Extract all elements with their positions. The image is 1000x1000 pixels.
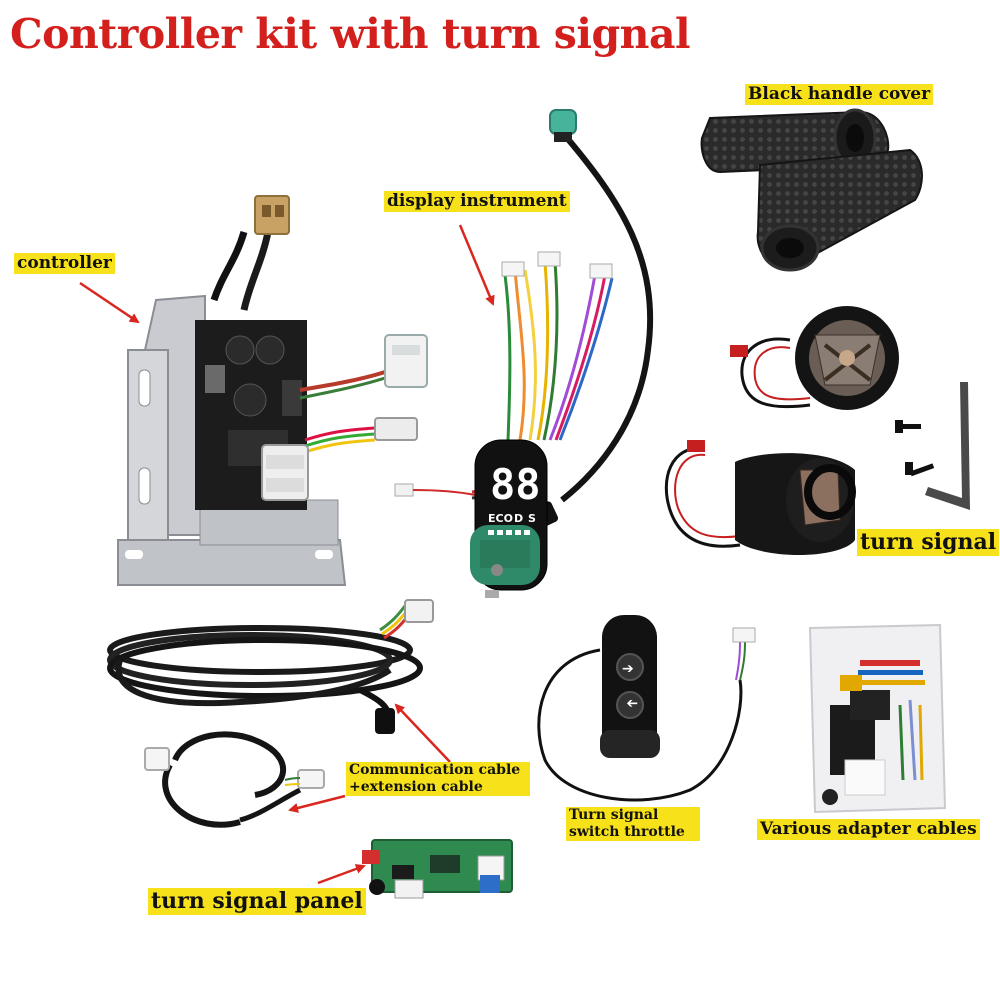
display-instrument: 88 ECO D S <box>394 109 654 598</box>
turn-signal-panel-board <box>362 839 513 899</box>
annotation-arrows <box>79 224 495 885</box>
turn-signal-light-front <box>730 306 899 410</box>
black-handle-cover <box>700 108 923 272</box>
label-display-instrument: display instrument <box>384 191 570 212</box>
display-digits: 88 <box>490 460 541 509</box>
arrow-display-instrument <box>458 224 495 306</box>
label-various-adapter-cables: Various adapter cables <box>757 819 980 840</box>
label-communication-cable: Communication cable +extension cable <box>346 762 530 796</box>
turn-signal-light-rear <box>664 440 856 555</box>
arrow-turn-signal-panel <box>317 864 366 885</box>
arrow-communication-cable <box>394 703 451 763</box>
page-title: Controller kit with turn signal <box>10 10 691 58</box>
label-black-handle-cover: Black handle cover <box>745 84 934 105</box>
svg-text:➔: ➔ <box>626 695 638 711</box>
adapter-cables-bag <box>808 623 947 814</box>
label-turn-signal-panel: turn signal panel <box>148 888 366 915</box>
screws-and-hex-key <box>895 382 970 510</box>
label-turn-signal-switch-line1: Turn signal <box>569 807 659 823</box>
turn-signal-switch-throttle: ➔ ➔ <box>537 615 756 802</box>
label-turn-signal: turn signal <box>857 529 1000 556</box>
label-controller: controller <box>14 253 115 274</box>
arrow-controller <box>79 281 140 324</box>
svg-text:➔: ➔ <box>622 661 634 677</box>
communication-cable <box>107 599 434 828</box>
display-mode-eco: ECO <box>488 512 513 525</box>
label-communication-cable-line2: +extension cable <box>349 779 483 795</box>
controller-unit <box>117 195 428 586</box>
label-turn-signal-switch-line2: switch throttle <box>569 824 685 840</box>
display-mode-s: S <box>528 512 536 525</box>
label-turn-signal-switch-throttle: Turn signal switch throttle <box>566 807 700 841</box>
display-mode-d: D <box>514 512 523 525</box>
label-communication-cable-line1: Communication cable <box>349 762 521 778</box>
arrow-extension-cable <box>288 794 346 813</box>
